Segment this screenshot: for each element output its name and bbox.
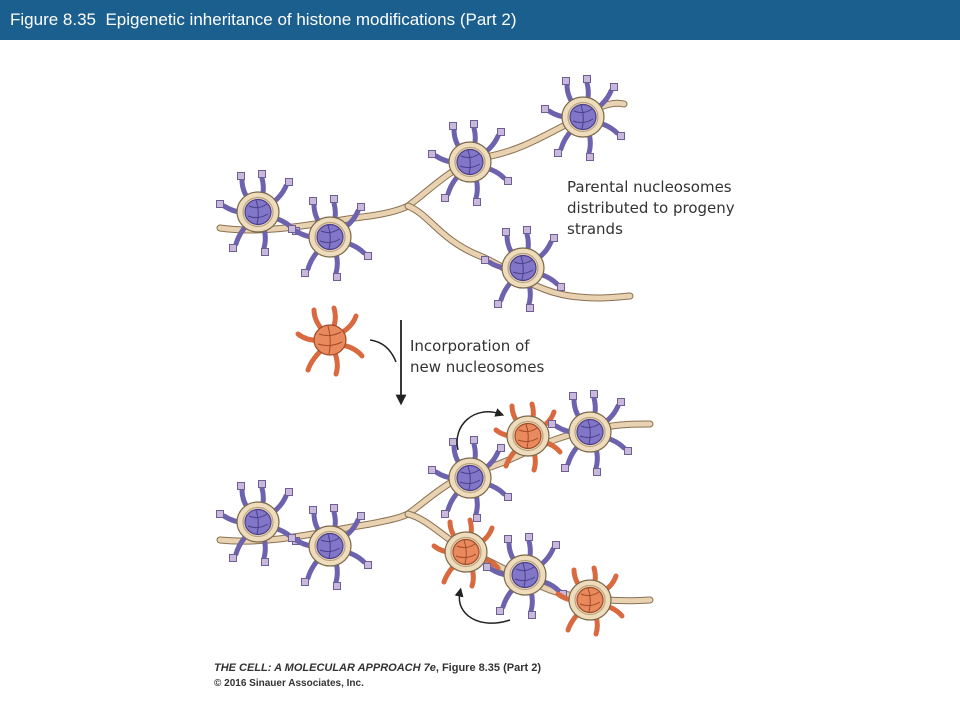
lower-curved-arrow xyxy=(454,587,511,624)
parental-nucleosome xyxy=(542,76,625,161)
new-nucleosome xyxy=(434,520,498,586)
book-credit: THE CELL: A MOLECULAR APPROACH 7e, Figur… xyxy=(214,662,541,674)
parental-nucleosome xyxy=(549,391,632,476)
copyright-notice: © 2016 Sinauer Associates, Inc. xyxy=(214,678,364,689)
parental-nucleosome xyxy=(217,481,300,566)
figure-reference: , Figure 8.35 (Part 2) xyxy=(435,662,541,674)
upper-curved-arrow xyxy=(456,408,505,451)
parental-nucleosome xyxy=(484,534,567,619)
parental-nucleosome xyxy=(429,121,512,206)
label-line: new nucleosomes xyxy=(410,358,544,376)
label-line: distributed to progeny xyxy=(567,199,735,217)
slide-title: Figure 8.35 Epigenetic inheritance of hi… xyxy=(10,10,517,29)
title-bar: Figure 8.35 Epigenetic inheritance of hi… xyxy=(0,0,960,40)
incorporation-curved-arrow xyxy=(369,339,397,363)
label-line: strands xyxy=(567,220,623,238)
new-nucleosome-free xyxy=(298,308,362,374)
parental-nucleosome xyxy=(217,171,300,256)
parental-nucleosome xyxy=(429,437,512,522)
label-incorporation: Incorporation of new nucleosomes xyxy=(410,337,544,376)
parental-nucleosome xyxy=(482,227,565,312)
book-title: THE CELL: A MOLECULAR APPROACH 7e xyxy=(214,662,436,674)
parental-nucleosome xyxy=(289,505,372,590)
label-line: Incorporation of xyxy=(410,337,530,355)
histone-inheritance-diagram: Parental nucleosomes distributed to prog… xyxy=(0,40,735,720)
parental-nucleosome xyxy=(289,196,372,281)
label-parental-nucleosomes: Parental nucleosomes distributed to prog… xyxy=(567,178,735,238)
label-line: Parental nucleosomes xyxy=(567,178,732,196)
